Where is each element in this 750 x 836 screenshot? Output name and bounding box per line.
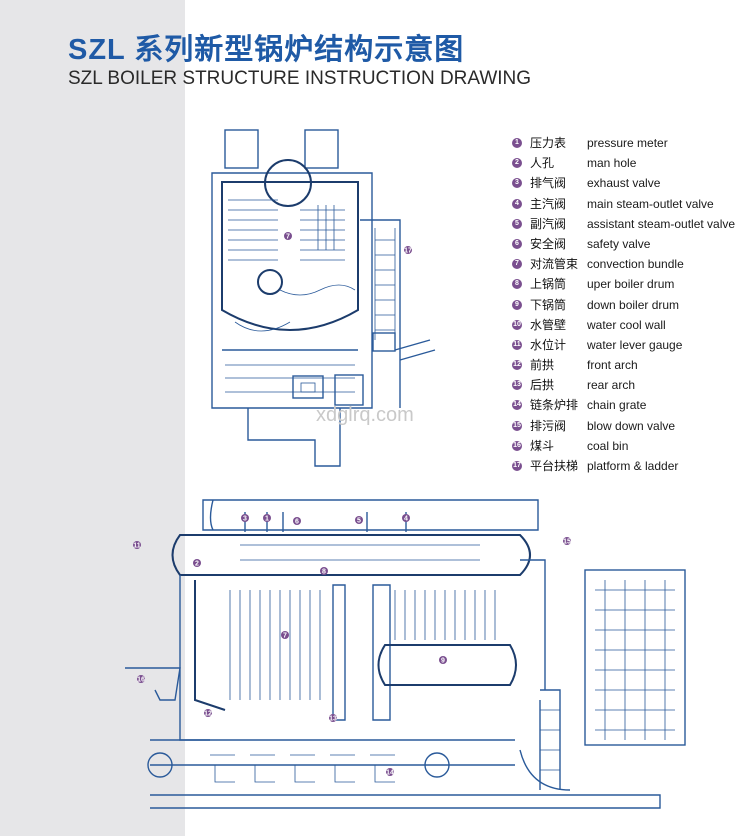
legend-item: 10 水管壁 water cool wall bbox=[512, 315, 748, 335]
legend-number-badge: 13 bbox=[512, 380, 522, 391]
legend-label-chinese: 水管壁 bbox=[530, 317, 567, 332]
legend-number-badge: 2 bbox=[512, 158, 522, 169]
watermark-text: xdglrq.com bbox=[316, 404, 414, 426]
legend-label-english: coal bin bbox=[587, 438, 629, 453]
page-title-chinese: SZL 系列新型锅炉结构示意图 bbox=[68, 34, 465, 66]
legend-label-english: assistant steam-outlet valve bbox=[587, 216, 736, 231]
legend-label-english: down boiler drum bbox=[587, 297, 680, 312]
legend-label-chinese: 后拱 bbox=[530, 378, 555, 393]
legend-item: 13 后拱 rear arch bbox=[512, 375, 748, 395]
svg-text:8: 8 bbox=[322, 569, 326, 576]
legend-label-chinese: 前拱 bbox=[530, 358, 555, 373]
legend-item: 17 平台扶梯 platform & ladder bbox=[512, 456, 748, 476]
legend-label-english: platform & ladder bbox=[587, 459, 679, 473]
legend-number-badge: 5 bbox=[512, 218, 522, 229]
legend-label-english: uper boiler drum bbox=[587, 277, 675, 292]
legend-label-chinese: 下锅筒 bbox=[530, 297, 567, 312]
svg-text:7: 7 bbox=[283, 633, 287, 640]
legend-item: 12 前拱 front arch bbox=[512, 355, 748, 375]
svg-text:12: 12 bbox=[204, 711, 212, 718]
legend-number-badge: 14 bbox=[512, 400, 522, 411]
legend-label-chinese: 链条炉排 bbox=[530, 398, 579, 413]
legend-number-badge: 6 bbox=[512, 238, 522, 249]
legend-label-english: man hole bbox=[587, 156, 637, 171]
svg-text:13: 13 bbox=[329, 716, 337, 723]
legend-label-english: pressure meter bbox=[587, 136, 668, 150]
legend-label-english: rear arch bbox=[587, 378, 636, 393]
legend-item: 15 排污阀 blow down valve bbox=[512, 416, 748, 436]
legend-label-english: safety valve bbox=[587, 236, 651, 251]
legend-label-chinese: 平台扶梯 bbox=[530, 459, 579, 473]
side-section-view: 3 1 6 5 4 11 15 2 8 7 9 16 12 13 14 bbox=[125, 499, 686, 809]
legend-item: 14 链条炉排 chain grate bbox=[512, 395, 748, 415]
legend-number-badge: 9 bbox=[512, 299, 522, 310]
legend-number-badge: 8 bbox=[512, 279, 522, 290]
legend-label-english: main steam-outlet valve bbox=[587, 196, 714, 211]
legend-item: 9 下锅筒 down boiler drum bbox=[512, 295, 748, 315]
svg-text:16: 16 bbox=[137, 677, 145, 684]
legend-label-chinese: 水位计 bbox=[530, 337, 567, 352]
svg-text:5: 5 bbox=[357, 518, 361, 525]
legend-item: 1 压力表 pressure meter bbox=[512, 133, 748, 153]
svg-text:15: 15 bbox=[563, 539, 571, 546]
legend-label-english: water lever gauge bbox=[587, 337, 683, 352]
legend-item: 5 副汽阀 assistant steam-outlet valve bbox=[512, 214, 748, 234]
legend-label-english: chain grate bbox=[587, 398, 647, 413]
legend-label-english: water cool wall bbox=[587, 317, 666, 332]
svg-text:4: 4 bbox=[404, 516, 408, 523]
legend-label-chinese: 人孔 bbox=[530, 156, 555, 171]
legend-item: 6 安全阀 safety valve bbox=[512, 234, 748, 254]
legend-label-english: blow down valve bbox=[587, 418, 676, 433]
svg-text:2: 2 bbox=[195, 561, 199, 568]
legend-number-badge: 4 bbox=[512, 198, 522, 209]
legend-number-badge: 15 bbox=[512, 420, 522, 431]
legend-label-chinese: 排污阀 bbox=[530, 418, 567, 433]
legend-number-badge: 7 bbox=[512, 259, 522, 270]
legend-list: 1 压力表 pressure meter 2 人孔 man hole 3 排气阀 exhaust… bbox=[512, 133, 748, 476]
legend-item: 11 水位计 water lever gauge bbox=[512, 335, 748, 355]
legend-label-chinese: 煤斗 bbox=[530, 438, 555, 453]
svg-text:9: 9 bbox=[441, 658, 445, 665]
legend-label-chinese: 副汽阀 bbox=[530, 216, 567, 231]
legend-label-english: front arch bbox=[587, 358, 638, 373]
legend-number-badge: 16 bbox=[512, 440, 522, 451]
svg-text:6: 6 bbox=[295, 519, 299, 526]
legend-item: 4 主汽阀 main steam-outlet valve bbox=[512, 194, 748, 214]
legend-label-chinese: 对流管束 bbox=[530, 257, 579, 272]
legend-number-badge: 11 bbox=[512, 339, 522, 350]
legend-item: 2 人孔 man hole bbox=[512, 153, 748, 173]
legend-item: 16 煤斗 coal bin bbox=[512, 436, 748, 456]
svg-text:7: 7 bbox=[286, 234, 290, 241]
legend-label-chinese: 排气阀 bbox=[530, 176, 567, 191]
svg-text:1: 1 bbox=[265, 516, 269, 523]
legend-label-english: exhaust valve bbox=[587, 176, 661, 191]
legend-number-badge: 3 bbox=[512, 178, 522, 189]
cross-section-view: 7 17 bbox=[211, 129, 436, 467]
page-title-english: SZL BOILER STRUCTURE INSTRUCTION DRAWING bbox=[68, 68, 532, 89]
svg-text:11: 11 bbox=[133, 543, 141, 550]
legend-number-badge: 12 bbox=[512, 360, 522, 371]
legend-label-chinese: 上锅筒 bbox=[530, 277, 567, 292]
legend-item: 8 上锅筒 uper boiler drum bbox=[512, 274, 748, 294]
svg-text:3: 3 bbox=[243, 516, 247, 523]
legend-number-badge: 1 bbox=[512, 138, 522, 148]
svg-text:14: 14 bbox=[386, 770, 394, 777]
legend-label-chinese: 主汽阀 bbox=[530, 196, 567, 211]
legend-item: 3 排气阀 exhaust valve bbox=[512, 173, 748, 193]
legend-number-badge: 17 bbox=[512, 461, 522, 471]
legend-label-chinese: 安全阀 bbox=[530, 236, 567, 251]
svg-text:17: 17 bbox=[404, 248, 412, 255]
legend-number-badge: 10 bbox=[512, 319, 522, 330]
legend-label-chinese: 压力表 bbox=[530, 136, 567, 150]
legend-label-english: convection bundle bbox=[587, 257, 684, 272]
left-gray-panel bbox=[0, 0, 185, 836]
legend-item: 7 对流管束 convection bundle bbox=[512, 254, 748, 274]
